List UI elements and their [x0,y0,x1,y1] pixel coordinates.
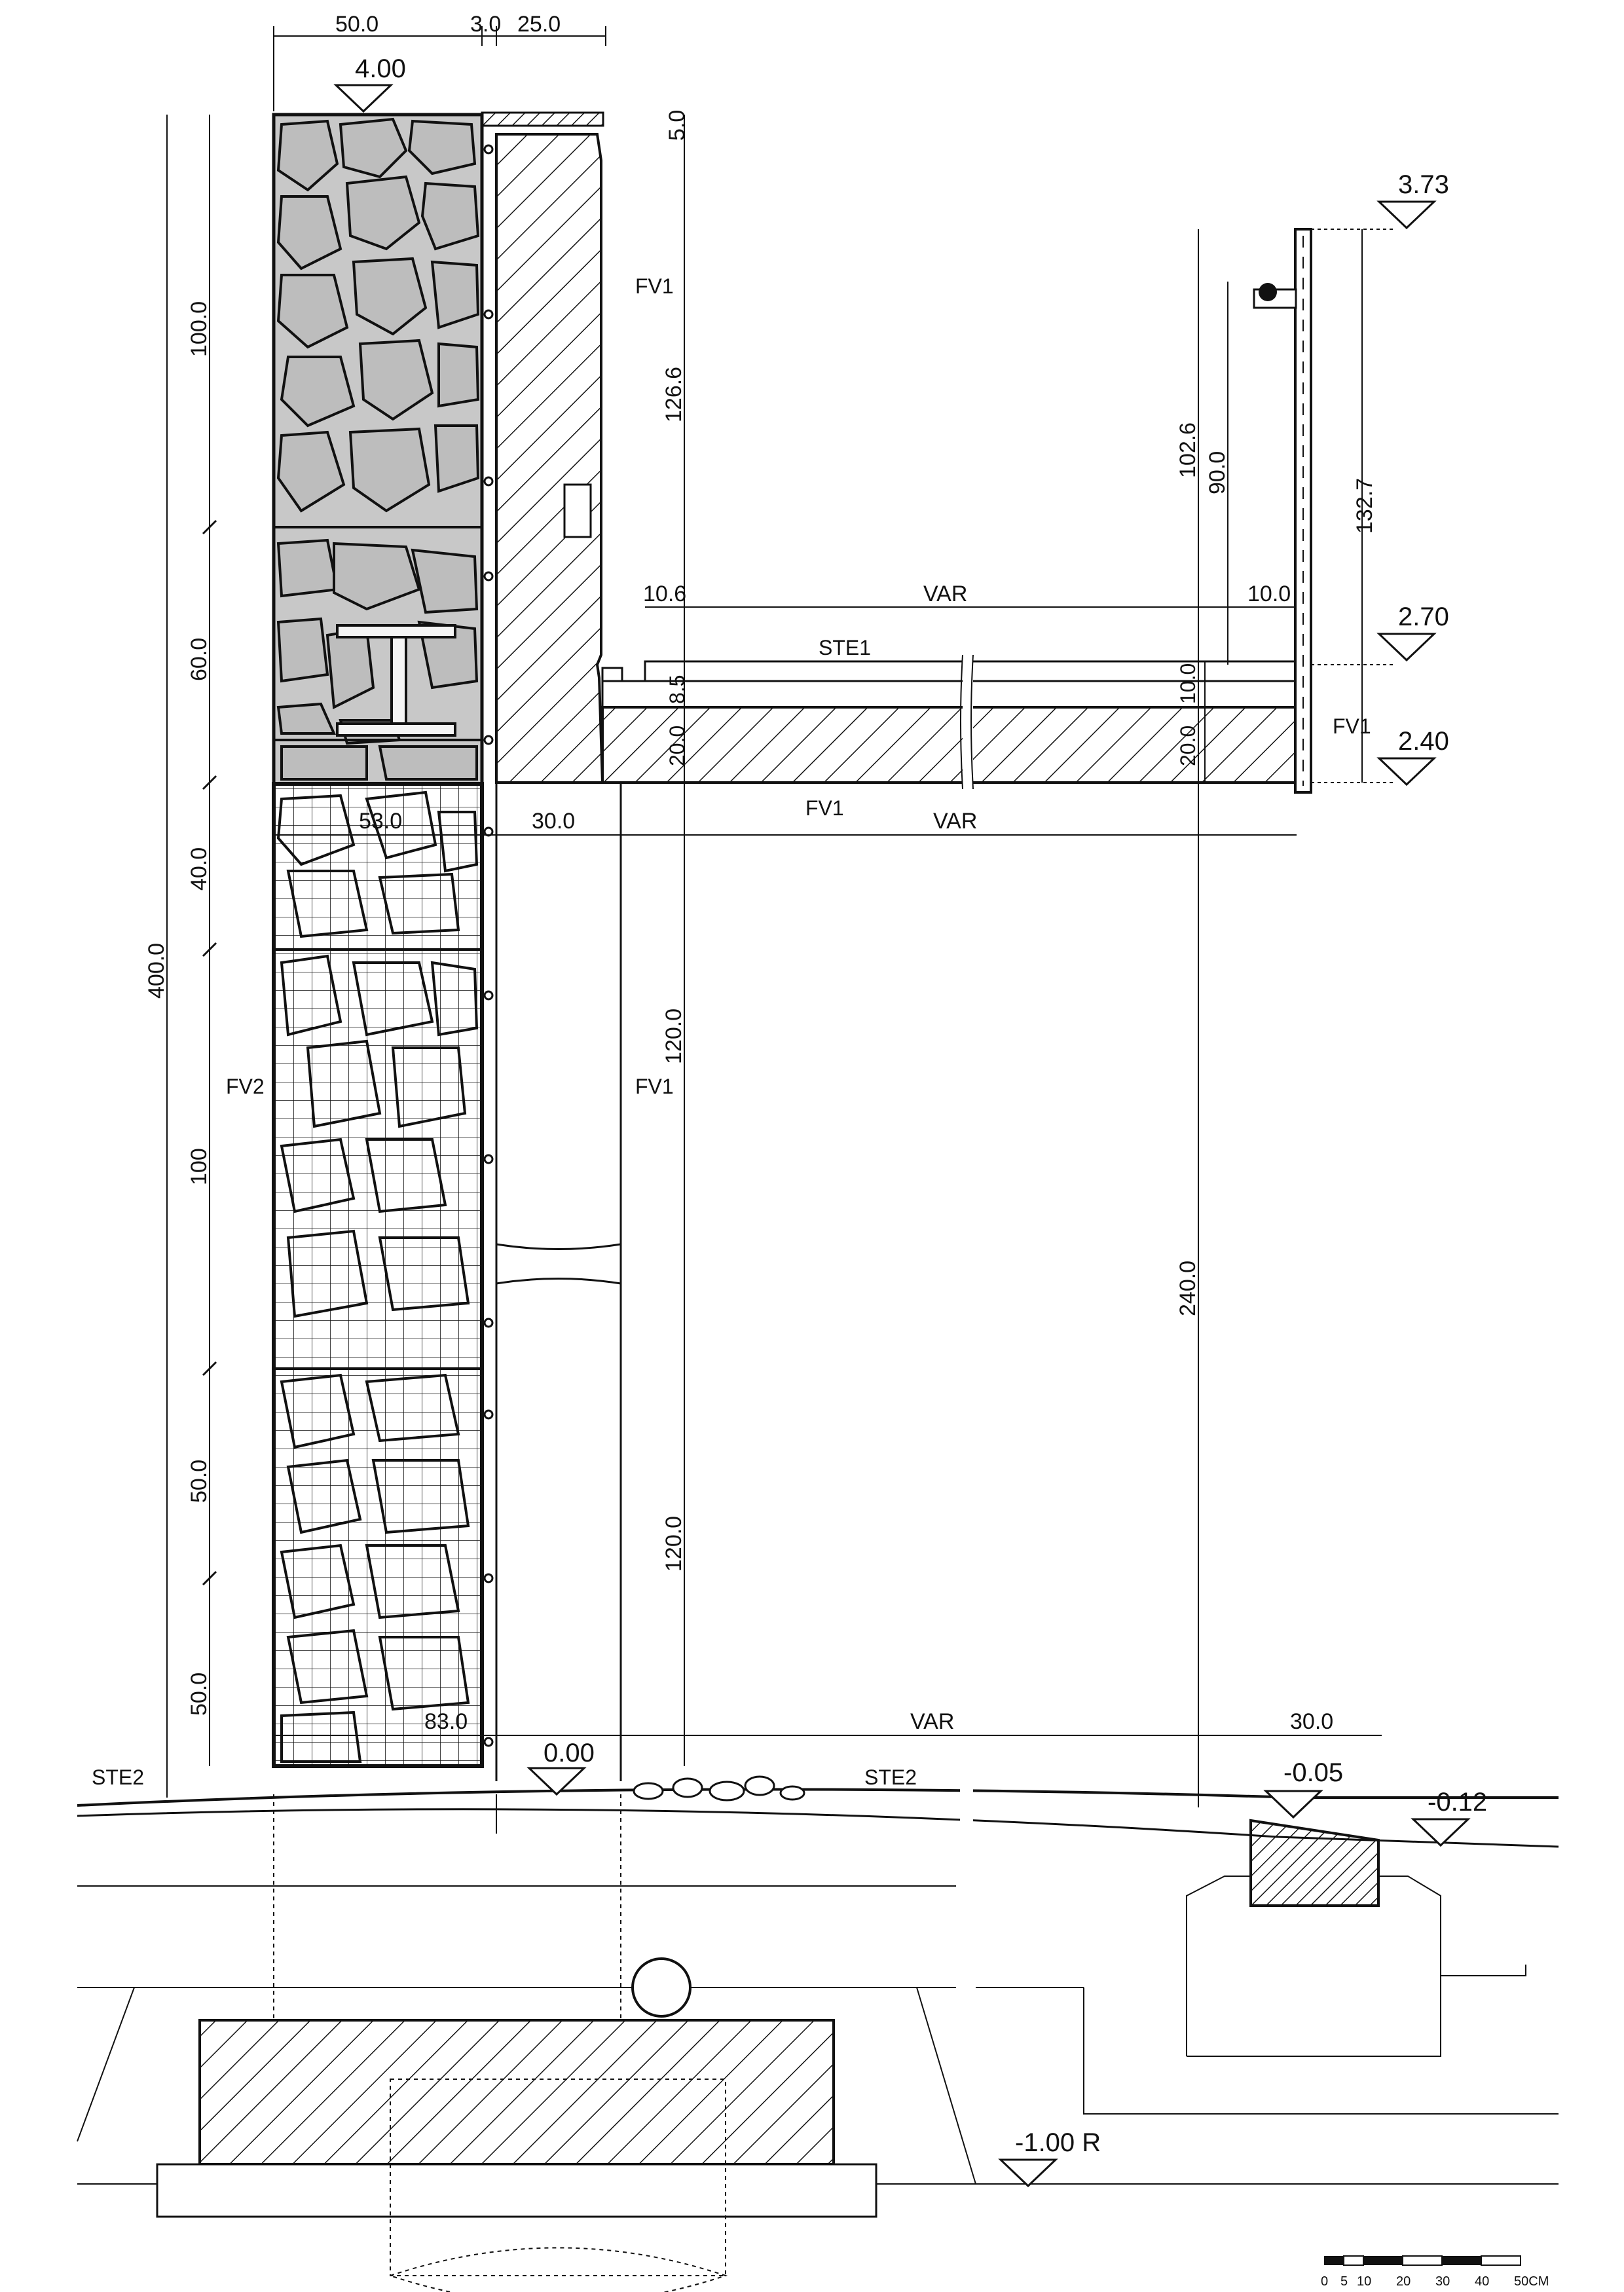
level-triangle-ground [526,1767,587,1796]
dimension-labels: 50.0 3.0 25.0 5.0 100.0 60.0 40.0 400.0 … [144,12,1377,1734]
dim-100a: 100.0 [187,301,212,357]
scale-tick-20: 20 [1396,2274,1411,2289]
material-labels: FV1 FV1 FV1 FV1 FV2 STE1 STE2 STE2 [92,274,1371,1789]
level-markers [333,84,1471,2188]
dim-20b: 20.0 [1176,726,1200,766]
dim-90: 90.0 [1205,451,1230,494]
dim-60: 60.0 [187,638,212,681]
level-triangle-curb [1263,1790,1323,1819]
level-0-00: 0.00 [544,1739,595,1767]
level-2-70: 2.70 [1398,602,1449,631]
dim-30a: 30.0 [532,809,575,834]
scale-tick-10: 10 [1357,2274,1371,2289]
ground-section [77,1768,1559,2292]
dim-102: 102.6 [1175,422,1200,478]
dim-126: 126.6 [661,367,686,422]
dim-var3: VAR [910,1709,954,1734]
level-triangle-found [998,2158,1058,2188]
scale-tick-40: 40 [1475,2274,1489,2289]
dim-50a: 50.0 [187,1460,212,1503]
label-fv1-upper: FV1 [635,274,674,298]
dim-30b: 30.0 [1290,1709,1333,1734]
dimension-lines [166,26,1395,1807]
dim-40: 40.0 [187,847,212,891]
dim-var1: VAR [923,582,967,606]
level-minus-0-05: -0.05 [1283,1758,1343,1787]
dim-132: 132.7 [1352,478,1377,534]
dim-20a: 20.0 [665,726,689,766]
scale-bar: 0 5 10 20 30 40 50CM [1321,2255,1549,2289]
level-triangle-rail [1376,200,1437,230]
level-minus-0-12: -0.12 [1428,1788,1487,1817]
scale-tick-5: 5 [1340,2274,1348,2289]
level-triangle-slab [1376,757,1437,786]
level-3-73: 3.73 [1398,170,1449,199]
scale-tick-30: 30 [1435,2274,1450,2289]
dim-400: 400.0 [144,943,169,999]
level-triangle-road [1411,1818,1471,1847]
dim-10-6: 10.6 [643,582,686,606]
concrete-wall [481,111,622,1781]
dim-top-50: 50.0 [335,12,378,37]
dim-top-25: 25.0 [517,12,561,37]
dim-240: 240.0 [1175,1261,1200,1316]
dim-53: 53.0 [359,809,402,834]
steel-beam [336,624,456,737]
level-4-00: 4.00 [355,54,406,83]
dim-8-5: 8.5 [665,675,689,704]
deck-slab [601,228,1312,794]
dim-83: 83.0 [424,1709,468,1734]
scale-tick-50cm: 50CM [1514,2274,1549,2289]
label-fv1-mid: FV1 [635,1075,674,1098]
label-ste2-left: STE2 [92,1765,144,1789]
scale-tick-0: 0 [1321,2274,1328,2289]
dim-top-3: 3.0 [470,12,501,37]
dim-var2: VAR [933,809,977,834]
level-triangle-deck [1376,633,1437,662]
label-fv2: FV2 [226,1075,265,1098]
label-ste2-right: STE2 [864,1765,917,1789]
label-fv1-right: FV1 [1333,714,1371,738]
level-2-40: 2.40 [1398,727,1449,756]
dim-120b: 120.0 [661,1516,686,1572]
dim-50b: 50.0 [187,1673,212,1716]
dim-120a: 120.0 [661,1008,686,1064]
level-labels: 4.00 3.73 2.70 2.40 0.00 -0.05 -0.12 -1.… [355,54,1487,2157]
level-triangle-top [333,84,394,113]
level-minus-1-00: -1.00 R [1015,2128,1101,2157]
gabion-column [272,113,494,1768]
dim-10-0: 10.0 [1247,582,1291,606]
dim-10b: 10.0 [1176,663,1200,704]
dim-100b: 100 [187,1148,212,1185]
label-fv1-slab: FV1 [805,796,844,820]
dim-5: 5.0 [665,110,690,141]
label-ste1: STE1 [819,636,871,659]
